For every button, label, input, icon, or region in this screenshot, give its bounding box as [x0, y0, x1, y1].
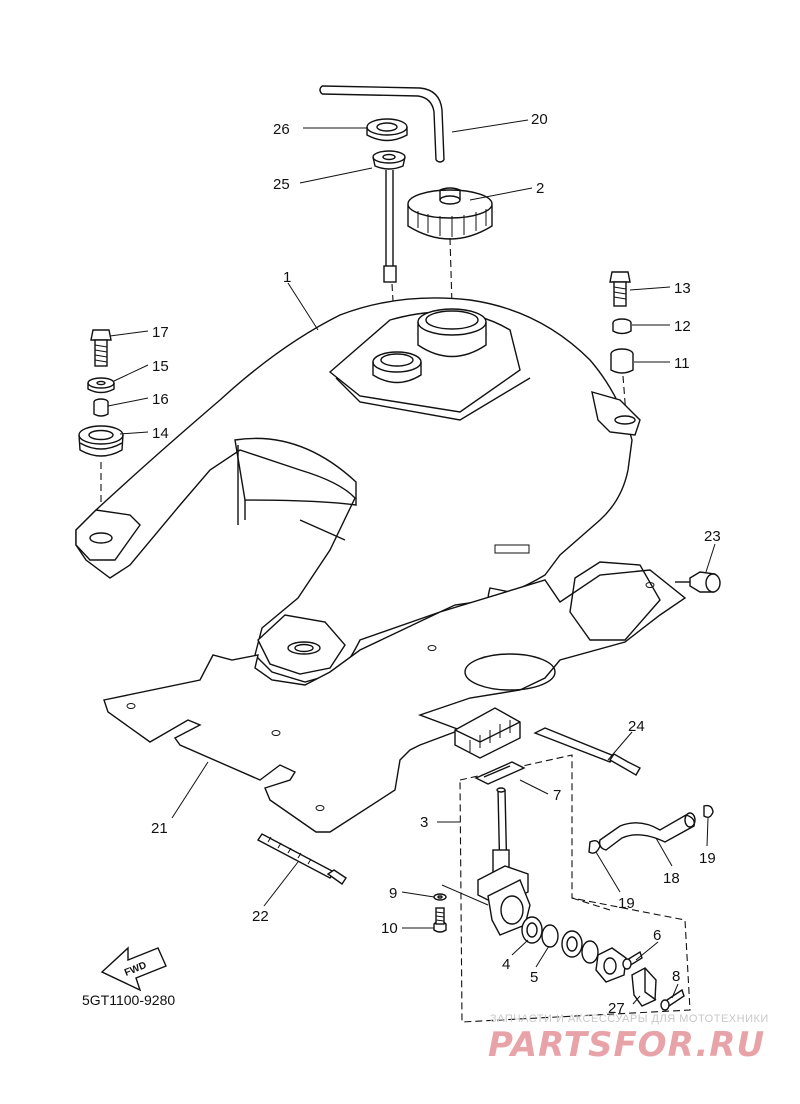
screw-8-part — [660, 988, 685, 1011]
callout-27: 27 — [608, 1000, 625, 1017]
callout-18: 18 — [663, 870, 680, 887]
callout-labels: 1 2 3 4 5 6 7 8 9 10 11 12 13 14 15 16 1… — [151, 111, 721, 1017]
callout-20: 20 — [531, 111, 548, 128]
callout-10: 10 — [381, 920, 398, 937]
gauge-part — [372, 150, 406, 283]
callout-22: 22 — [252, 908, 269, 925]
callout-16: 16 — [152, 391, 169, 408]
washer-9-part — [433, 893, 447, 901]
callout-4: 4 — [502, 956, 510, 973]
right-mount-hardware — [609, 271, 634, 374]
callout-6: 6 — [653, 927, 661, 944]
callout-14: 14 — [152, 425, 169, 442]
watermark: ЗАПЧАСТИ И АКСЕССУАРЫ ДЛЯ МОТОТЕХНИКИ PA… — [488, 1013, 769, 1065]
clip-19-a — [588, 839, 601, 854]
callout-23: 23 — [704, 528, 721, 545]
callout-25: 25 — [273, 176, 290, 193]
screw-6-part — [622, 950, 643, 970]
callout-24: 24 — [628, 718, 645, 735]
fuel-hose-18 — [598, 812, 696, 851]
left-mount-hardware — [78, 329, 124, 457]
gasket-part — [366, 118, 408, 142]
callout-7: 7 — [553, 787, 561, 804]
callout-2: 2 — [536, 180, 544, 197]
watermark-brand: PARTSFOR.RU — [488, 1025, 765, 1065]
callout-9: 9 — [389, 885, 397, 902]
callout-5: 5 — [530, 969, 538, 986]
gasket-7-part — [474, 761, 526, 785]
hose-holder-part — [454, 707, 521, 759]
catalog-code: 5GT1100-9280 — [82, 992, 175, 1008]
cable-tie-22 — [256, 833, 347, 885]
callout-19-a: 19 — [618, 895, 635, 912]
watermark-tagline: ЗАПЧАСТИ И АКСЕССУАРЫ ДЛЯ МОТОТЕХНИКИ — [490, 1013, 769, 1025]
fuel-tank — [75, 297, 641, 683]
callout-17: 17 — [152, 324, 169, 341]
callout-8: 8 — [672, 968, 680, 985]
callout-26: 26 — [273, 121, 290, 138]
fuel-cock-group-box — [459, 754, 691, 1023]
seal-parts — [521, 916, 627, 983]
callout-11: 11 — [674, 355, 690, 372]
fuel-cap — [407, 187, 493, 240]
clip-19-b — [703, 804, 714, 819]
bottom-plate — [103, 561, 687, 833]
callout-3: 3 — [420, 814, 428, 831]
leader-lines — [107, 119, 716, 1005]
bolt-23-part — [675, 571, 721, 593]
callout-12: 12 — [674, 318, 691, 335]
callout-15: 15 — [152, 358, 169, 375]
forward-arrow-icon: FWD — [100, 946, 167, 992]
cable-tie-24 — [533, 727, 641, 776]
bolt-10-part — [433, 907, 447, 933]
callout-19-b: 19 — [699, 850, 716, 867]
callout-21: 21 — [151, 820, 168, 837]
callout-13: 13 — [674, 280, 691, 297]
lever-27-part — [631, 967, 657, 1007]
callout-1: 1 — [283, 269, 291, 286]
fuel-cock — [441, 787, 531, 936]
breather-hose — [319, 85, 445, 163]
